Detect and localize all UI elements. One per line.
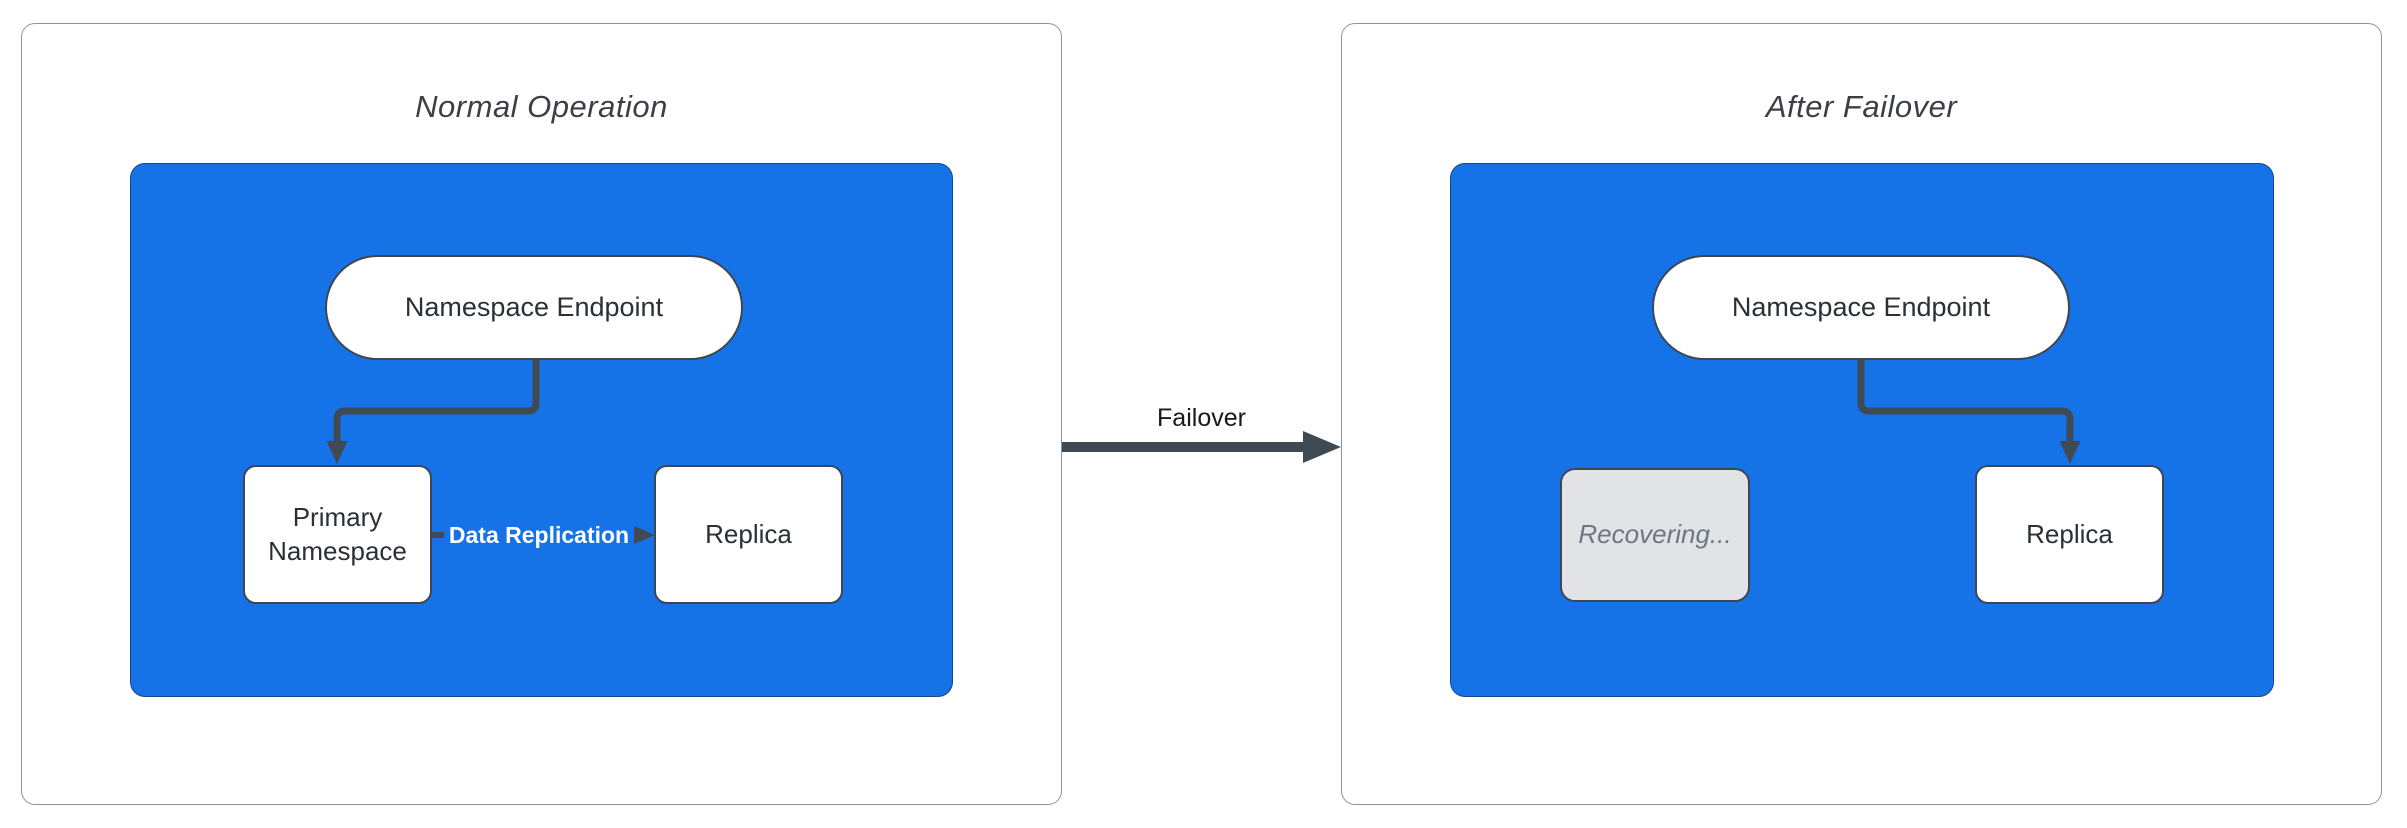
failover-label: Failover [1157,404,1246,432]
panel-title-normal-operation: Normal Operation [415,89,668,124]
node-replica-normal: Replica [654,465,843,604]
node-primary-namespace: Primary Namespace [243,465,432,604]
node-label: Namespace Endpoint [404,292,664,322]
node-label: Recovering... [1578,519,1732,550]
node-replica-failover: Replica [1975,465,2164,604]
node-label: Namespace Endpoint [1731,292,1991,322]
edge-label-data-replication: Data Replication [443,519,635,551]
node-namespace-endpoint-normal: Namespace Endpoint [325,255,743,360]
cluster-normal-operation [130,163,953,697]
node-recovering: Recovering... [1560,468,1750,602]
node-label: Primary Namespace [268,501,407,566]
arrowhead-failover-icon [1303,431,1341,463]
panel-title-after-failover: After Failover [1765,89,1958,124]
node-label: Replica [2026,518,2113,549]
cluster-after-failover [1450,163,2274,697]
edge-label-data-replication-wrap: Data Replication [432,512,646,558]
node-namespace-endpoint-failover: Namespace Endpoint [1652,255,2070,360]
node-label: Replica [705,518,792,549]
